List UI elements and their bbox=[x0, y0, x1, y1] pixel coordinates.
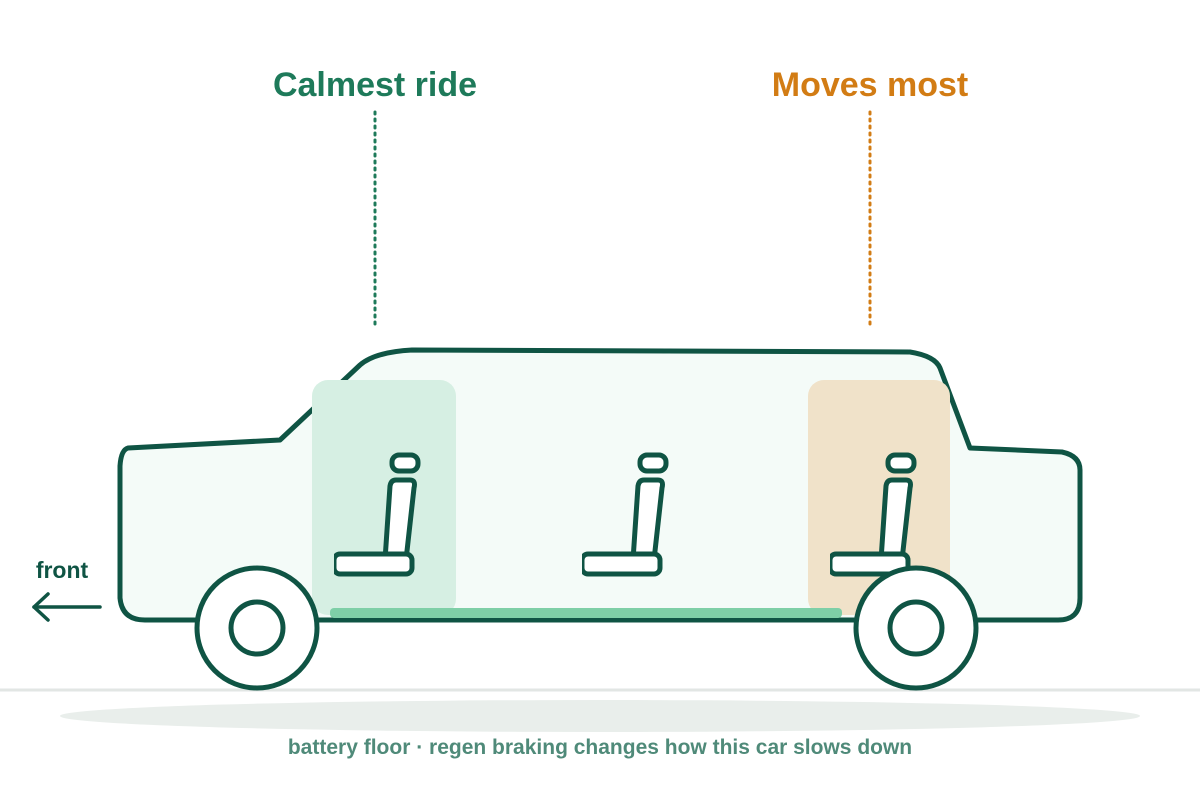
front-wheel-icon bbox=[194, 565, 320, 691]
caption: battery floor · regen braking changes ho… bbox=[288, 736, 912, 759]
calm-label: Calmest ride bbox=[273, 66, 477, 104]
left-arrow-icon bbox=[32, 592, 102, 622]
ground-shadow bbox=[60, 700, 1140, 732]
battery-floor bbox=[330, 608, 842, 618]
rear-wheel-icon bbox=[853, 565, 979, 691]
calm-zone bbox=[312, 380, 456, 615]
moves-label: Moves most bbox=[772, 66, 969, 104]
front-label: front bbox=[36, 557, 89, 583]
